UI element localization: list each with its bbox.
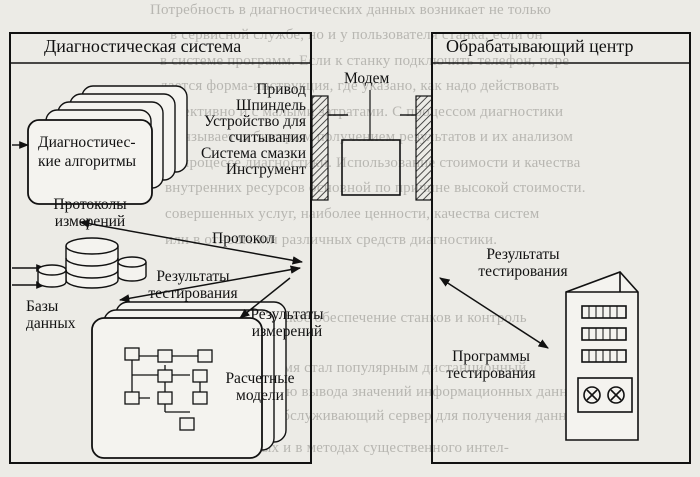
- measurement-protocols-label: Протоколы измерений: [53, 196, 127, 230]
- algorithm-card-front: [27, 119, 153, 205]
- diagnostic-algorithms-label: Диагностичес- кие алгоритмы: [38, 134, 137, 170]
- machine-center-icon: [565, 271, 639, 441]
- flowchart-icon: [124, 347, 213, 431]
- modem-bar-left: [311, 95, 329, 201]
- modem-box: [341, 139, 401, 196]
- protocol-arrow: [78, 219, 304, 265]
- test-results-label-right: Результаты тестирования: [478, 246, 568, 280]
- diagnostic-system-title: Диагностическая система: [44, 36, 242, 56]
- machine-components-list: Привод Шпиндель Устройство для считывани…: [200, 81, 306, 178]
- test-results-arrow-left: [118, 265, 302, 303]
- modem-bar-right: [415, 95, 433, 201]
- test-programs-label: Программы тестирования: [446, 348, 536, 382]
- calculation-models-label: Расчетные модели: [225, 370, 295, 404]
- diagnostic-system-box: [9, 32, 312, 464]
- measurement-results-label: Результаты измерений: [250, 306, 324, 340]
- modem-label: Модем: [344, 70, 390, 87]
- measurement-results-arrow: [239, 277, 291, 319]
- database-icon: [37, 237, 147, 289]
- protocol-label: Протокол: [212, 230, 275, 247]
- test-results-label-left: Результаты тестирования: [148, 268, 238, 302]
- processing-center-title: Обрабатывающий центр: [446, 36, 634, 56]
- test-results-arrow-right: [439, 277, 549, 349]
- databases-label: Базы данных: [26, 298, 76, 332]
- processing-center-box: [431, 32, 691, 464]
